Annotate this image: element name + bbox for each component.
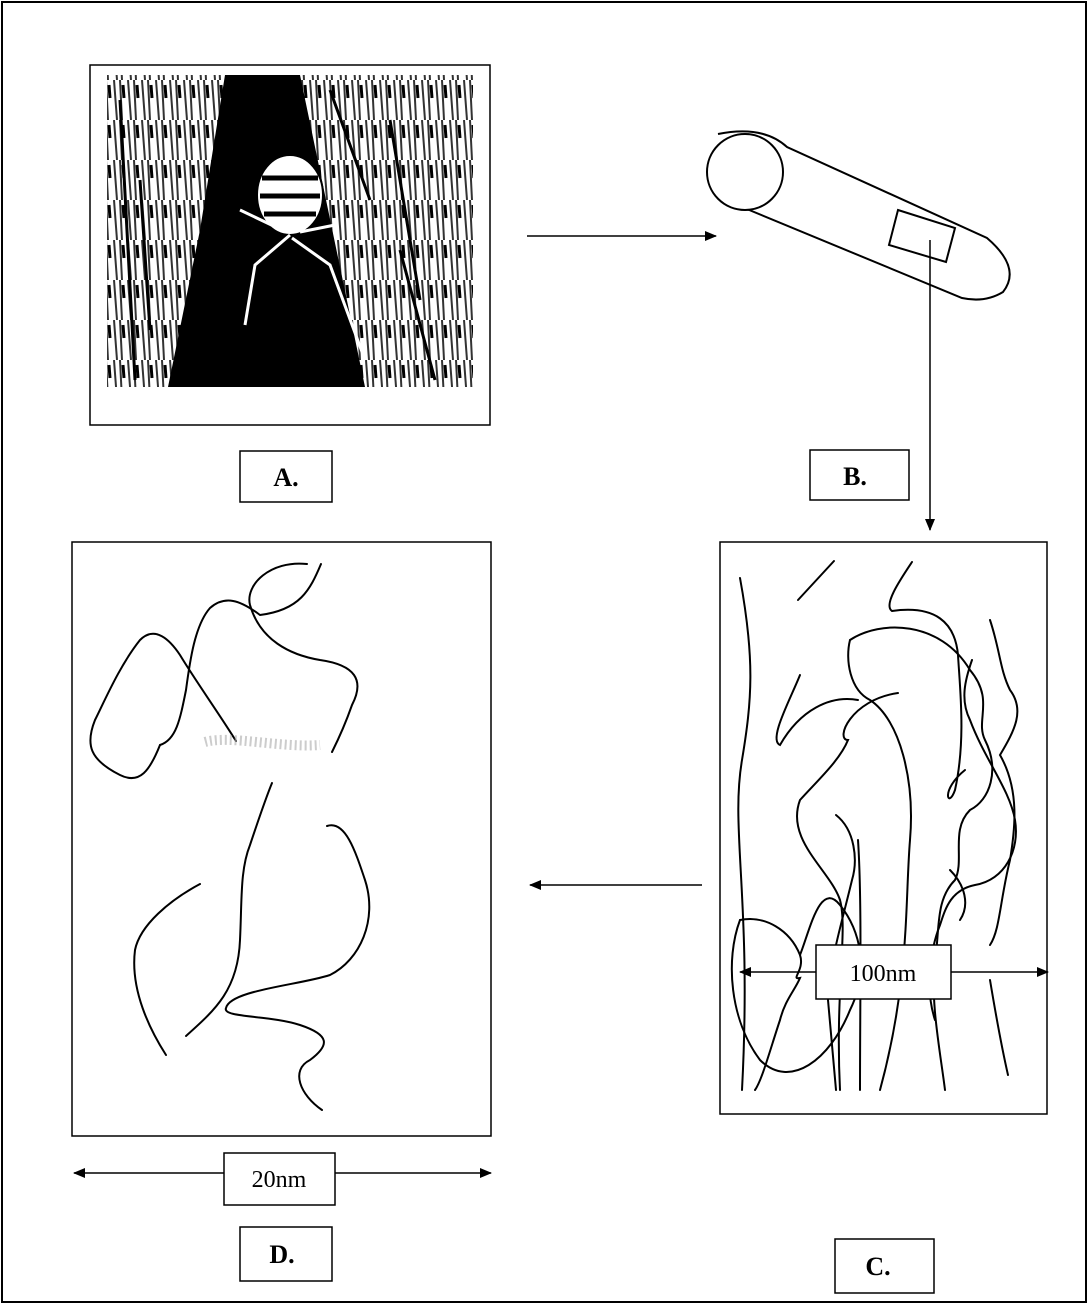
panel-d-label-text: D. xyxy=(269,1240,294,1269)
zoom-region-box xyxy=(889,210,955,262)
single-fibril-panel xyxy=(72,542,491,1136)
panel-d-label: D. xyxy=(240,1227,332,1281)
panel-a-label: A. xyxy=(240,451,332,502)
panel-c-label: C. xyxy=(835,1239,934,1293)
spider-photo-panel xyxy=(90,65,490,425)
single-fibril-frame xyxy=(72,542,491,1136)
panel-c-label-text: C. xyxy=(865,1252,890,1281)
panel-d-scale-bar: 20nm xyxy=(74,1153,491,1205)
panel-a-label-text: A. xyxy=(273,463,298,492)
panel-b-label-text: B. xyxy=(843,462,867,491)
cylinder-end-cap xyxy=(707,134,783,210)
scale-c-text: 100nm xyxy=(850,961,917,987)
panel-b-label: B. xyxy=(810,450,909,500)
scale-d-text: 20nm xyxy=(252,1167,307,1193)
silk-fiber-cylinder xyxy=(707,131,1010,299)
fibril-network-panel xyxy=(720,542,1047,1114)
